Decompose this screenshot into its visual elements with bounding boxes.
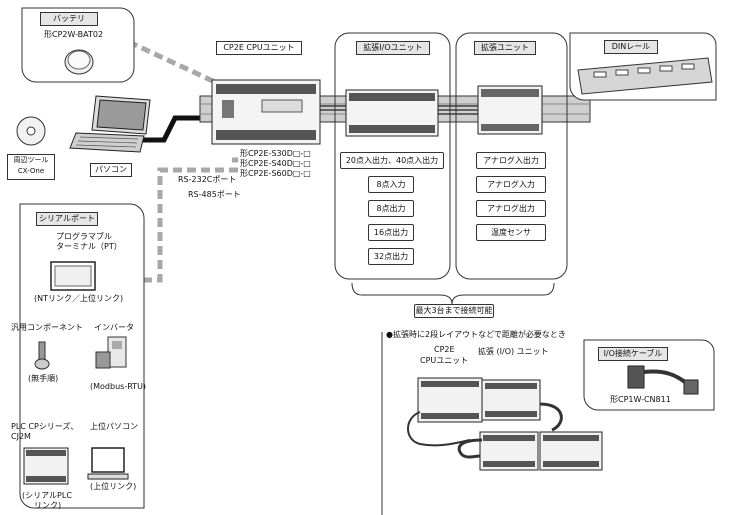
expansion-unit-title: 拡張ユニット [474, 41, 536, 55]
host-pc-icon [87, 447, 129, 480]
din-rail-image [577, 57, 713, 95]
two-tier-units-image [407, 377, 603, 471]
host-link-label: (上位リンク) [90, 482, 137, 491]
expansion-unit-item: アナログ入出力 [476, 152, 546, 169]
rs232c-port-label: RS-232Cポート [178, 175, 237, 184]
noprotocol-label: (無手順) [28, 374, 59, 383]
two-tier-cpu-line1: CP2E [434, 345, 455, 354]
tools-label: 周辺ツール CX-One [7, 154, 55, 180]
max-connection-brace [351, 282, 555, 305]
pt-link-label: (NTリンク／上位リンク) [34, 294, 124, 303]
battery-title: バッテリ [40, 12, 98, 26]
pt-label-line2: ターミナル（PT） [56, 242, 122, 251]
usb-cable [140, 115, 208, 143]
expansion-unit-image [477, 85, 543, 135]
expansion-io-item: 8点出力 [368, 200, 414, 217]
inverter-icon [95, 336, 127, 369]
expansion-io-item: 32点出力 [368, 248, 414, 265]
laptop-icon [69, 95, 151, 153]
serial-port-title: シリアルポート [36, 212, 98, 226]
expansion-unit-item: アナログ出力 [476, 200, 546, 217]
expansion-io-panel [334, 32, 451, 280]
expansion-io-unit-image [345, 89, 439, 137]
plc-label-line1: PLC CPシリーズ、 [11, 422, 79, 431]
serial-plc-label-line1: (シリアルPLC [22, 491, 72, 500]
serial-plc-label-line2: リンク) [34, 501, 62, 510]
expansion-unit-panel [455, 32, 568, 280]
tools-name: 周辺ツール [13, 156, 49, 164]
cable-title: I/O接続ケーブル [598, 347, 668, 361]
two-tier-cpu-line2: CPUユニット [420, 356, 469, 365]
cpu-model-list: 形CP2E-S30D□-□ 形CP2E-S40D□-□ 形CP2E-S60D□-… [240, 149, 311, 179]
battery-connection-line [127, 39, 217, 85]
cpu-model: 形CP2E-S40D□-□ [240, 159, 311, 168]
din-rail-title: DINレール [604, 40, 658, 54]
modbus-label: (Modbus-RTU) [90, 382, 147, 391]
expansion-io-item: 8点入力 [368, 176, 414, 193]
inverter-label: インバータ [94, 323, 134, 332]
battery-model: 形CP2W-BAT02 [44, 30, 104, 39]
two-tier-note: ●拡張時に2段レイアウトなどで距離が必要なとき [386, 330, 566, 339]
io-cable-image [627, 365, 699, 395]
cpu-title: CP2E CPUユニット [216, 41, 302, 55]
cpu-model: 形CP2E-S60D□-□ [240, 169, 311, 178]
expansion-io-title: 拡張I/Oユニット [356, 41, 430, 55]
pt-label-line1: プログラマブル [56, 232, 112, 241]
cpu-model: 形CP2E-S30D□-□ [240, 149, 311, 158]
cable-model: 形CP1W-CN811 [610, 395, 671, 404]
expansion-io-item: 16点出力 [368, 224, 414, 241]
plc-label-line2: CJ2M [11, 432, 31, 441]
tools-product: CX-One [17, 167, 45, 175]
component-label: 汎用コンポーネント [11, 323, 83, 332]
rs485-port-label: RS-485ポート [188, 190, 241, 199]
expansion-unit-item: 温度センサ [476, 224, 546, 241]
max-connection-note: 最大3台まで接続可能 [414, 304, 494, 318]
sensor-icon [34, 341, 50, 370]
plc-icon [23, 447, 69, 485]
pc-label: パソコン [90, 163, 132, 177]
host-pc-label: 上位パソコン [90, 422, 138, 431]
expansion-unit-item: アナログ入力 [476, 176, 546, 193]
two-tier-expansion-label: 拡張 (I/O) ユニット [478, 347, 549, 356]
cpu-unit-image [211, 79, 321, 145]
expansion-io-item: 20点入出力、40点入出力 [340, 152, 444, 169]
battery-panel [21, 7, 135, 83]
